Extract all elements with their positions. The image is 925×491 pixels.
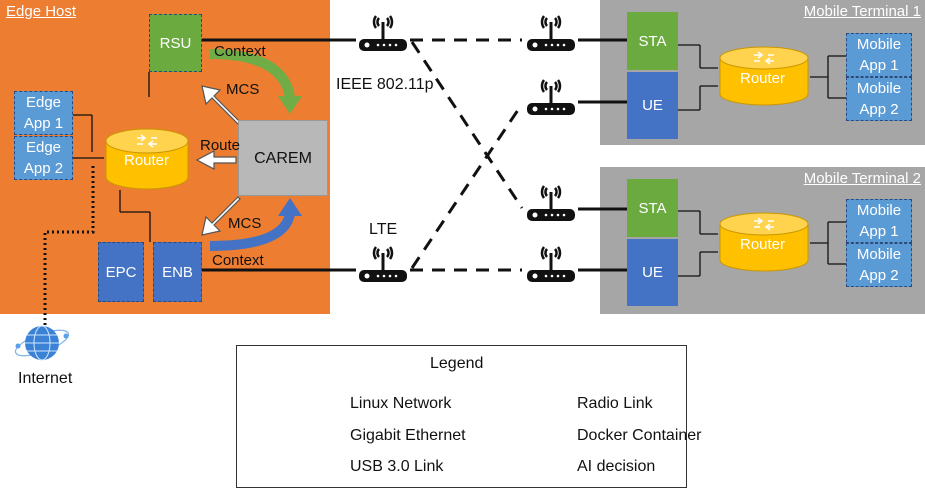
sta-box-2: STA xyxy=(627,179,678,237)
radio-links xyxy=(410,38,524,272)
mobile-app-1-t1: Mobile App 1 xyxy=(846,33,912,77)
legend-usb-link: USB 3.0 Link xyxy=(350,458,444,475)
legend-linux-network: Linux Network xyxy=(350,395,452,412)
terminal-1-router-label: Router xyxy=(740,70,786,87)
mobile-terminal-2-title: Mobile Terminal 2 xyxy=(803,170,921,187)
antenna-icon xyxy=(527,15,575,51)
rsu-container: RSU xyxy=(149,14,202,72)
legend-gigabit-ethernet: Gigabit Ethernet xyxy=(350,427,466,444)
antenna-icon xyxy=(359,15,407,51)
ieee-label: IEEE 802.11p xyxy=(336,76,434,93)
edge-app-1: Edge App 1 xyxy=(14,91,73,135)
legend-title: Legend xyxy=(430,355,484,372)
mobile-app-2-t2: Mobile App 2 xyxy=(846,243,912,287)
legend-radio-link: Radio Link xyxy=(577,395,653,412)
antenna-icon xyxy=(527,79,575,115)
route-label: Route xyxy=(200,137,241,154)
mcs-label-top: MCS xyxy=(226,81,260,98)
gigabit-link xyxy=(43,166,95,325)
legend-ai-decision: AI decision xyxy=(577,458,656,475)
carem-box: CAREM xyxy=(238,120,328,196)
legend-box xyxy=(236,345,687,488)
ai-decision-arrows xyxy=(195,85,241,236)
enb-container: ENB xyxy=(153,242,202,302)
antenna-icon xyxy=(359,246,407,282)
antenna-icon xyxy=(527,246,575,282)
antenna-icon xyxy=(527,185,575,221)
mcs-label-bottom: MCS xyxy=(228,215,262,232)
mobile-terminal-1-title: Mobile Terminal 1 xyxy=(803,3,921,20)
mobile-app-2-t1: Mobile App 2 xyxy=(846,77,912,121)
terminal-1-router xyxy=(719,46,809,106)
ue-box-2: UE xyxy=(627,239,678,306)
usb-links xyxy=(202,38,627,272)
edge-router-label: Router xyxy=(124,152,170,169)
context-arrow-top xyxy=(209,49,295,99)
legend-docker-container: Docker Container xyxy=(577,427,702,444)
context-arrow-bottom xyxy=(209,212,295,251)
epc-container: EPC xyxy=(98,242,144,302)
internet-label: Internet xyxy=(18,370,73,387)
terminal-2-router xyxy=(719,212,809,272)
context-label-top: Context xyxy=(214,43,266,60)
linux-network-lines xyxy=(73,44,846,277)
edge-app-2: Edge App 2 xyxy=(14,136,73,180)
sta-box-1: STA xyxy=(627,12,678,70)
context-label-bottom: Context xyxy=(212,252,264,269)
terminal-2-router-label: Router xyxy=(740,236,786,253)
lte-label: LTE xyxy=(369,221,398,238)
ue-box-1: UE xyxy=(627,72,678,139)
globe-icon xyxy=(14,325,70,361)
edge-router xyxy=(105,128,189,190)
mobile-app-1-t2: Mobile App 1 xyxy=(846,199,912,243)
edge-host-title: Edge Host xyxy=(6,3,77,20)
